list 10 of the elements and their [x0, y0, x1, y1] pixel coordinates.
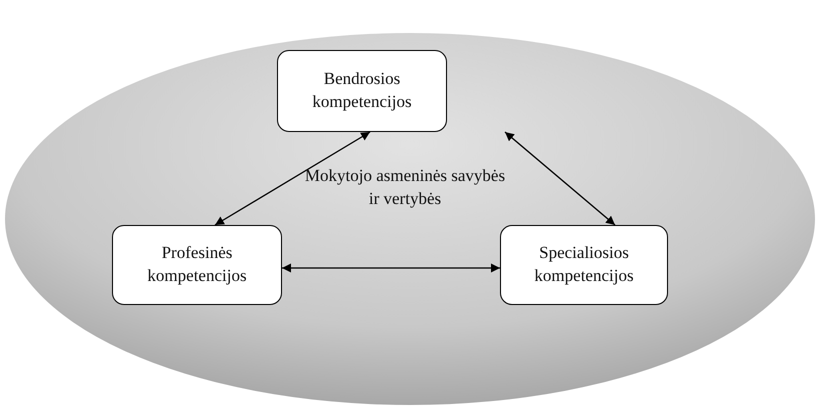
competency-box [277, 50, 447, 132]
box-label: Bendrosios kompetencijos [311, 68, 413, 113]
center-label: Mokytojo asmeninės savybės ir vertybės [304, 165, 506, 210]
double-arrow [282, 264, 500, 272]
double-arrow [504, 132, 616, 226]
box-label: Profesinės kompetencijos [146, 242, 248, 287]
box-label: Specialiosios kompetencijos [533, 242, 635, 287]
competency-box [500, 225, 668, 305]
double-arrow [214, 131, 370, 226]
competency-box [112, 225, 282, 305]
